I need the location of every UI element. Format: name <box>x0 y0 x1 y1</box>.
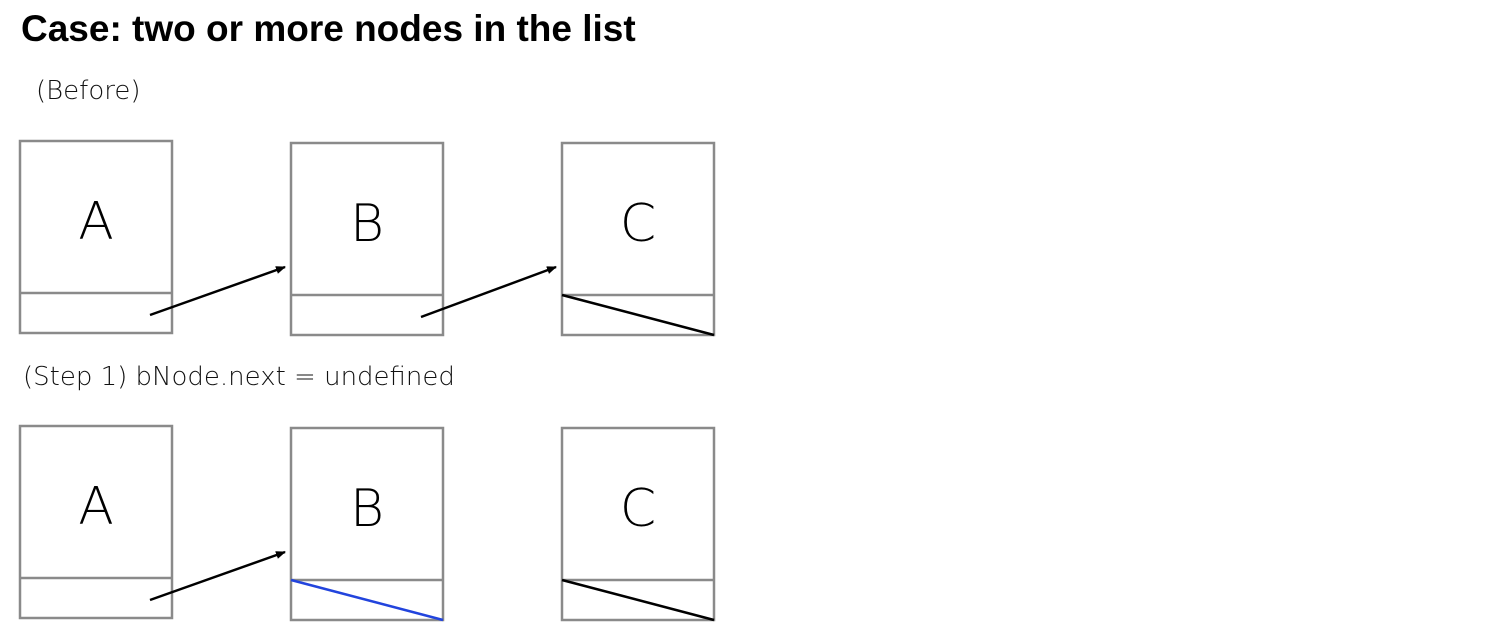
node-a-step-1: A <box>18 424 286 620</box>
next-pointer-arrow <box>149 550 286 602</box>
null-pointer-highlighted <box>290 578 444 622</box>
node-box <box>289 426 445 622</box>
node-b-before: B <box>289 141 557 337</box>
next-pointer-arrow <box>420 265 557 319</box>
node-box <box>560 141 716 337</box>
node-letter: A <box>78 477 114 537</box>
node-a-before: A <box>18 139 286 335</box>
next-pointer-arrow <box>149 265 286 317</box>
node-box <box>289 141 445 337</box>
node-box <box>560 426 716 622</box>
node-letter: B <box>350 479 384 539</box>
node-letter: A <box>78 192 114 252</box>
section-label-before: (Before) <box>36 76 141 106</box>
node-box <box>18 424 174 620</box>
node-b-step-1: B <box>289 426 445 622</box>
null-pointer <box>561 578 715 622</box>
section-label-step-1: (Step 1) bNode.next = undefined <box>23 362 455 392</box>
node-letter: C <box>620 194 656 254</box>
null-pointer <box>561 293 715 337</box>
node-letter: C <box>620 479 656 539</box>
node-c-step-1: C <box>560 426 716 622</box>
node-letter: B <box>350 194 384 254</box>
node-c-before: C <box>560 141 716 337</box>
node-box <box>18 139 174 335</box>
page-title: Case: two or more nodes in the list <box>21 8 636 49</box>
